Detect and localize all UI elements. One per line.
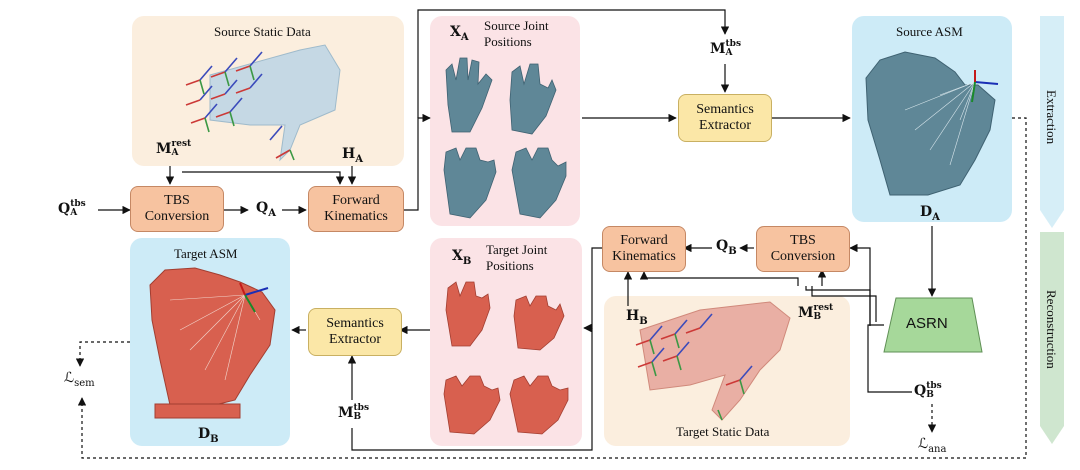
reconstruction-label: Reconstruction — [1044, 290, 1059, 369]
target-joint-title-1: Target Joint — [486, 242, 548, 257]
target-asm-hand — [149, 267, 276, 419]
d-b-label: DB — [198, 426, 219, 445]
h-a-label: HA — [342, 146, 363, 165]
source-joint-symbol: XA — [450, 24, 469, 43]
h-b-label: HB — [626, 308, 648, 327]
q-b-label: QB — [716, 238, 737, 257]
target-static-hand — [635, 301, 791, 421]
target-joint-hands — [443, 281, 569, 435]
target-joint-symbol: XB — [452, 248, 472, 267]
extraction-stage-arrow — [1040, 16, 1064, 228]
source-asm-title: Source ASM — [896, 24, 963, 39]
l-ana-label: ℒana — [918, 436, 947, 455]
target-asm-title: Target ASM — [174, 246, 238, 261]
l-sem-label: ℒsem — [64, 370, 95, 389]
q-a-label: QA — [256, 200, 276, 219]
target-static-title: Target Static Data — [676, 424, 770, 439]
source-asm-hand — [865, 51, 999, 196]
reconstruction-stage-arrow — [1040, 232, 1064, 444]
target-joint-title-2: Positions — [486, 258, 534, 273]
source-joint-hands — [443, 57, 567, 219]
source-joint-title-2: Positions — [484, 34, 532, 49]
asrn-shape — [883, 297, 983, 353]
source-joint-title-1: Source Joint — [484, 18, 549, 33]
source-static-title: Source Static Data — [214, 24, 311, 39]
extraction-label: Extraction — [1044, 90, 1059, 145]
source-static-hand — [185, 44, 341, 162]
asrn-label: ASRN — [906, 315, 948, 332]
d-a-label: DA — [920, 204, 940, 223]
